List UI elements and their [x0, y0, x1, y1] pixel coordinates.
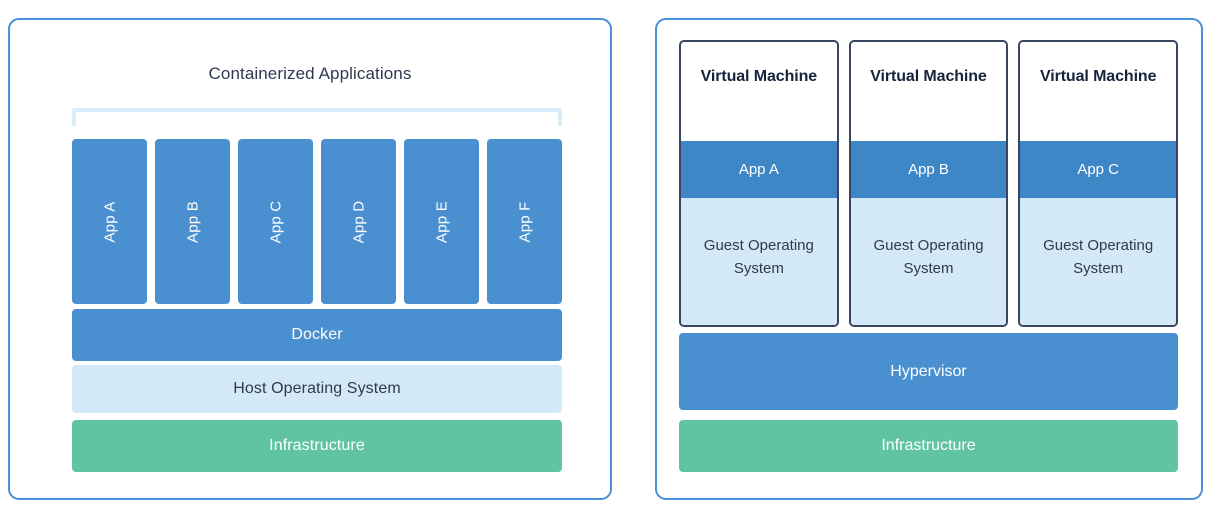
vm-1-guest-os: Guest Operating System: [681, 198, 837, 325]
container-app-f-label: App F: [516, 200, 533, 243]
vm-3-app: App C: [1020, 141, 1177, 198]
container-app-a[interactable]: App A: [72, 139, 147, 304]
virtual-machine-2[interactable]: Virtual Machine App B Guest Operating Sy…: [848, 40, 1009, 327]
virtual-machine-1[interactable]: Virtual Machine App A Guest Operating Sy…: [679, 40, 839, 327]
vm-2-title: Virtual Machine: [870, 68, 987, 85]
container-app-c-label: App C: [267, 200, 284, 243]
container-app-b[interactable]: App B: [155, 139, 230, 304]
vm-3-guest-os: Guest Operating System: [1020, 198, 1177, 325]
container-app-d[interactable]: App D: [321, 139, 396, 304]
container-app-a-label: App A: [101, 200, 118, 243]
container-app-row: App A App B App C App D App E App F: [72, 139, 562, 304]
vm-3-title: Virtual Machine: [1039, 68, 1157, 85]
docker-layer[interactable]: Docker: [72, 309, 562, 361]
container-app-e[interactable]: App E: [404, 139, 479, 304]
container-app-c[interactable]: App C: [238, 139, 313, 304]
vm-2-guest-os: Guest Operating System: [850, 198, 1007, 325]
infrastructure-layer-left[interactable]: Infrastructure: [72, 420, 562, 472]
host-operating-system-layer[interactable]: Host Operating System: [72, 365, 562, 413]
page-title: Containerized Applications: [208, 64, 412, 83]
virtual-machine-3[interactable]: Virtual Machine App C Guest Operating Sy…: [1018, 40, 1179, 327]
infrastructure-layer-right[interactable]: Infrastructure: [679, 420, 1178, 472]
container-app-d-label: App D: [350, 200, 367, 243]
vm-row: Virtual Machine App A Guest Operating Sy…: [679, 40, 1179, 327]
vm-1-title: Virtual Machine: [700, 68, 818, 85]
vm-1-app: App A: [681, 141, 837, 198]
hypervisor-layer[interactable]: Hypervisor: [679, 333, 1178, 410]
containers-panel: Containerized Applications App A App B A…: [8, 18, 612, 500]
container-app-e-label: App E: [433, 200, 450, 243]
container-bracket-icon: [72, 108, 562, 126]
virtual-machines-panel: Virtual Machine App A Guest Operating Sy…: [655, 18, 1203, 500]
vm-2-app: App B: [850, 141, 1007, 198]
container-app-f[interactable]: App F: [487, 139, 562, 304]
container-app-b-label: App B: [184, 200, 201, 243]
